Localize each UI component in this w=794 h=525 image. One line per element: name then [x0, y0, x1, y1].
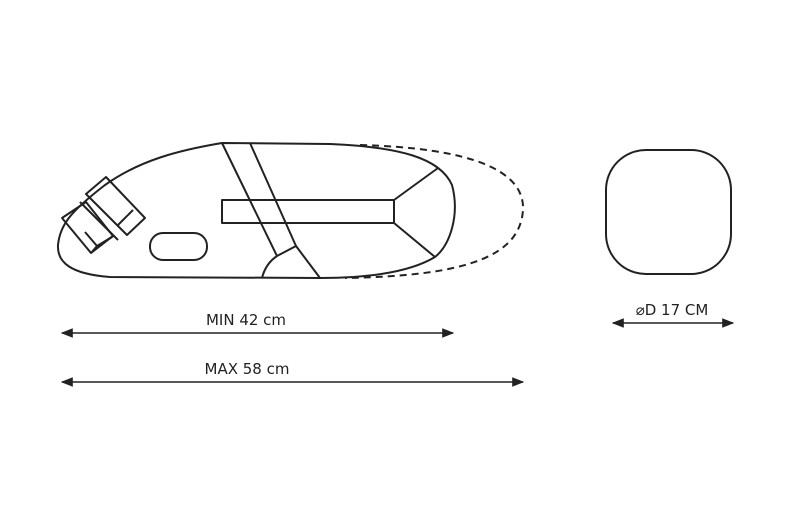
strap [221, 142, 321, 279]
max-length-label: MAX 58 cm [204, 360, 290, 378]
end-lines [393, 167, 439, 258]
handle-slot [149, 232, 208, 261]
bag-outline [56, 142, 456, 279]
min-length-label: MIN 42 cm [205, 311, 287, 329]
cross-section [605, 149, 732, 275]
diameter-label: ⌀D 17 CM [635, 301, 709, 319]
buckle-2 [79, 176, 146, 241]
extension-outline-dashed [344, 144, 525, 279]
top-bar [221, 199, 395, 224]
